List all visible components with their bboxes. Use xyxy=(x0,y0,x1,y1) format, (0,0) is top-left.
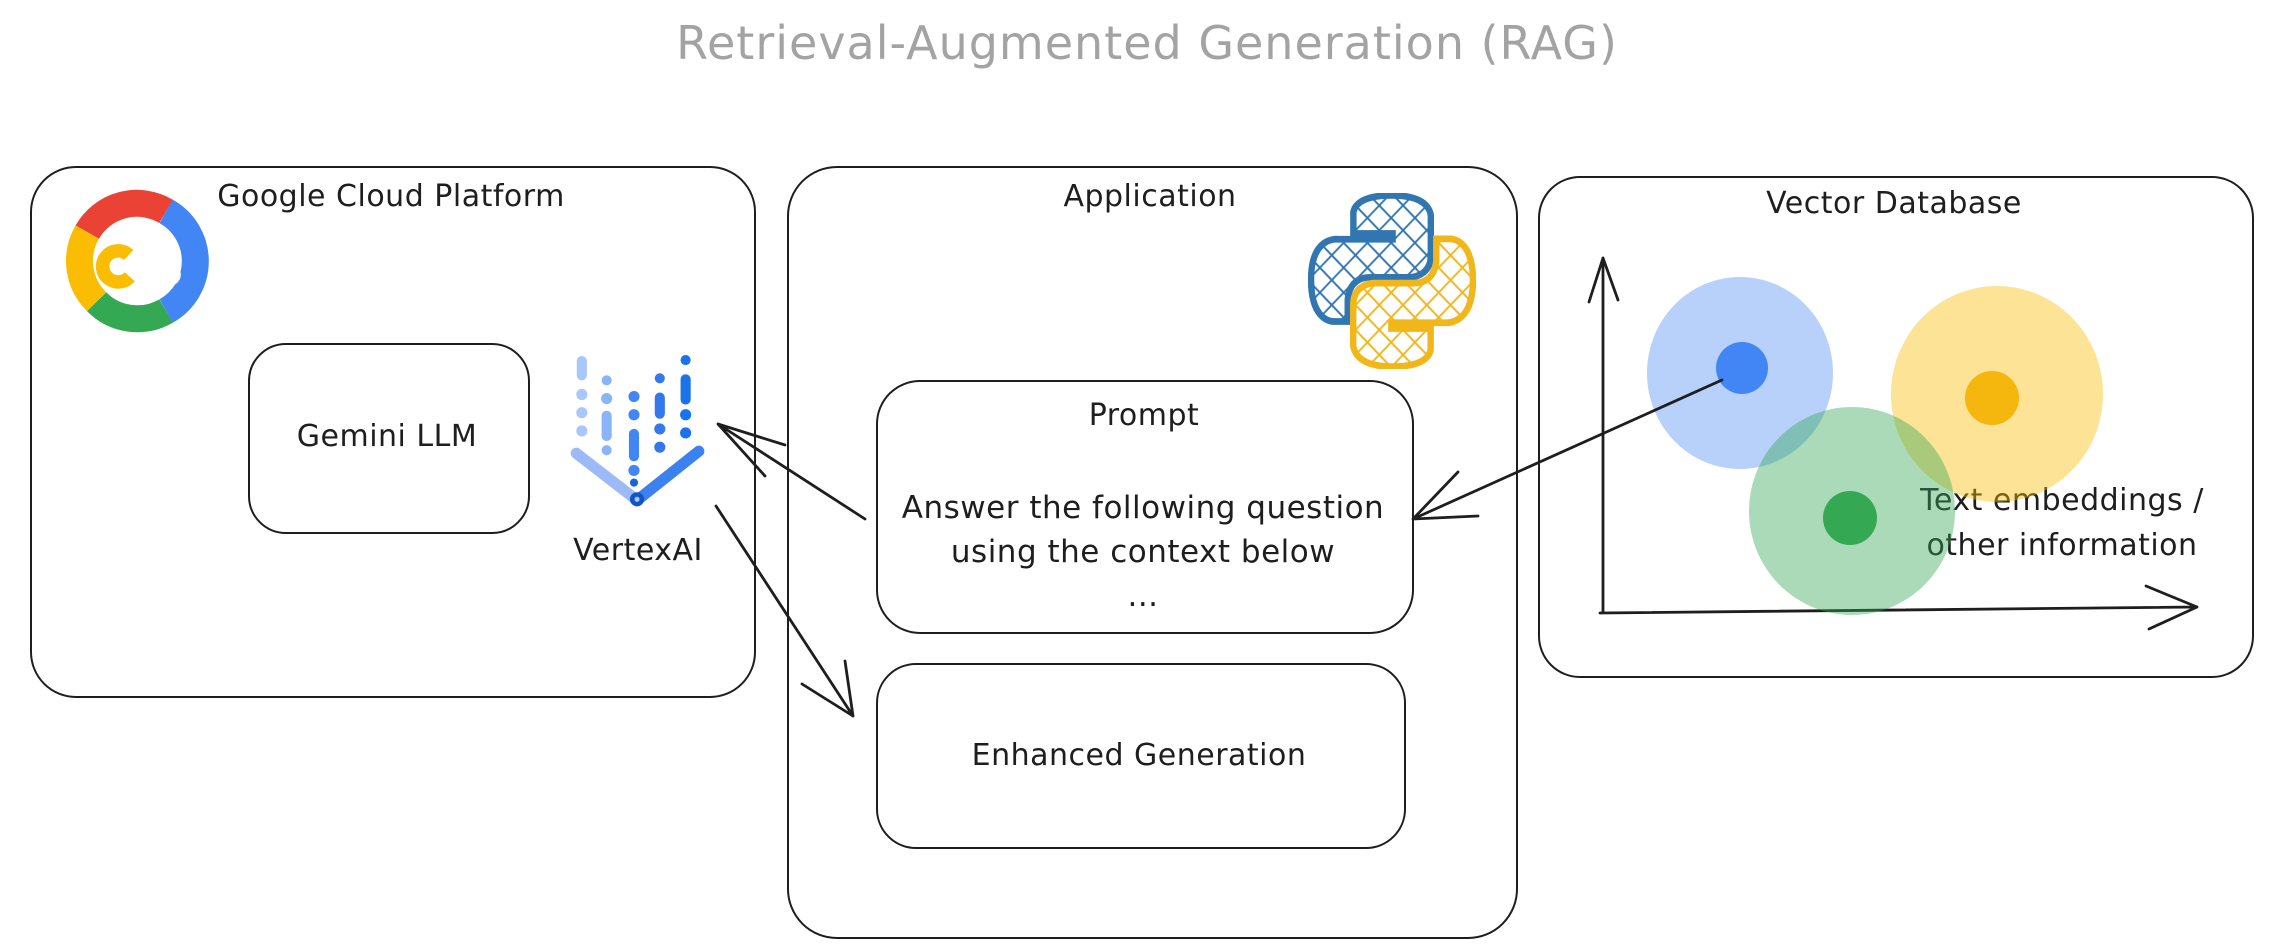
gemini-llm-label: Gemini LLM xyxy=(296,419,478,454)
python-logo-icon xyxy=(1308,193,1476,369)
vertex-column-3 xyxy=(628,390,640,487)
embeddings-caption-line-2: other information xyxy=(1926,528,2198,563)
application-title: Application xyxy=(1063,179,1237,214)
vertex-ai-icon xyxy=(570,355,705,507)
prompt-body-text: Answer the following question using the … xyxy=(902,486,1384,618)
prompt-title: Prompt xyxy=(1088,398,1200,433)
vector-database-container-box xyxy=(1538,176,2254,678)
python-yellow-snake xyxy=(1349,235,1476,369)
embeddings-caption: Text embeddings / other information xyxy=(1920,478,2204,568)
gemini-llm-box xyxy=(248,343,530,534)
prompt-body-ellipsis: ... xyxy=(1127,578,1159,614)
prompt-body-line-2: using the context below xyxy=(950,534,1336,570)
enhanced-generation-label: Enhanced Generation xyxy=(971,738,1307,773)
enhanced-generation-box xyxy=(876,663,1406,849)
gcp-title: Google Cloud Platform xyxy=(217,179,565,214)
vertex-ai-label: VertexAI xyxy=(573,533,703,568)
embeddings-caption-line-1: Text embeddings / xyxy=(1920,483,2204,518)
vertex-column-5 xyxy=(680,355,692,439)
vertex-check-mark xyxy=(570,445,705,507)
vertex-column-4 xyxy=(654,373,666,453)
python-blue-snake xyxy=(1308,193,1435,325)
diagram-title: Retrieval-Augmented Generation (RAG) xyxy=(676,16,1618,70)
google-cloud-logo-icon xyxy=(66,189,209,333)
vector-database-title: Vector Database xyxy=(1766,186,2022,221)
vertex-column-1 xyxy=(576,356,588,437)
prompt-body-line-1: Answer the following question xyxy=(901,490,1385,526)
vertex-column-2 xyxy=(601,375,613,456)
